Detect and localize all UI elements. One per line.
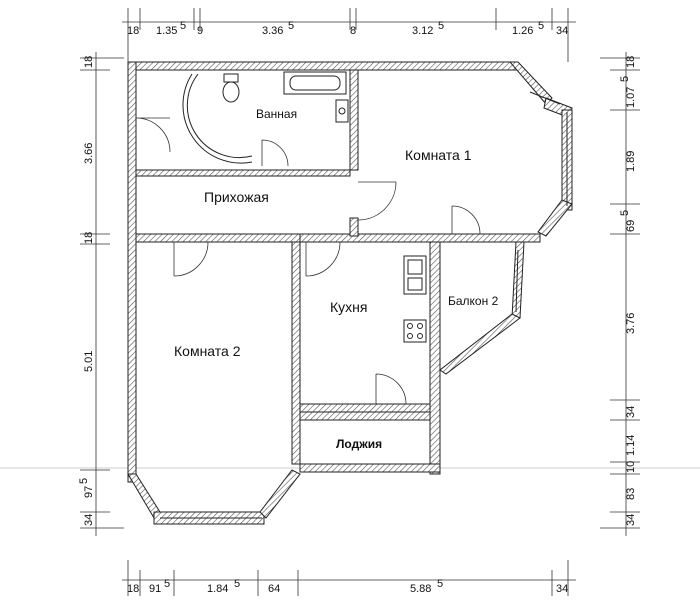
dim-right-2-sup: 5 <box>619 76 631 82</box>
dim-top-7-sup: 5 <box>538 20 544 32</box>
dim-top-2-sup: 5 <box>180 20 186 32</box>
dim-right-7: 1.14 <box>625 435 637 456</box>
room-label-room2: Комната 2 <box>174 343 241 359</box>
dim-right-2: 1.07 <box>625 87 637 108</box>
dimension-left: 18 3.66 18 5.01 97 5 34 <box>78 52 124 536</box>
fixtures <box>222 71 427 343</box>
windows <box>160 91 568 519</box>
dim-bottom-2: 91 <box>149 583 161 595</box>
dim-right-5: 3.76 <box>625 313 637 334</box>
dim-bottom-4: 64 <box>268 583 280 595</box>
dim-top-7: 1.26 <box>512 25 533 37</box>
dim-left-5-sup: 5 <box>78 478 90 484</box>
dim-left-3: 18 <box>83 232 95 244</box>
dim-right-8: 10 <box>625 461 637 473</box>
dim-bottom-3: 1.84 <box>207 583 228 595</box>
dim-top-5: 8 <box>350 25 356 37</box>
dim-bottom-1: 18 <box>127 583 139 595</box>
dimension-top: 18 1.35 5 9 3.36 5 8 3.12 5 1.26 5 34 <box>122 8 576 62</box>
stove-icon <box>403 319 427 343</box>
room-label-loggia: Лоджия <box>336 437 382 451</box>
dim-bottom-6: 34 <box>556 583 568 595</box>
dim-top-6-sup: 5 <box>438 20 444 32</box>
dim-top-8: 34 <box>556 25 568 37</box>
dim-bottom-5-sup: 5 <box>437 578 443 590</box>
dim-right-4-sup: 5 <box>619 210 631 216</box>
dim-bottom-5: 5.88 <box>410 583 431 595</box>
dim-left-4: 5.01 <box>83 351 95 372</box>
dim-left-5: 97 <box>83 486 95 498</box>
dim-top-3: 9 <box>197 25 203 37</box>
dim-top-4: 3.36 <box>262 25 283 37</box>
dimension-bottom: 18 91 5 1.84 5 64 5.88 5 34 <box>122 560 576 596</box>
toilet-icon <box>222 73 240 103</box>
dim-top-6: 3.12 <box>412 25 433 37</box>
dim-right-10: 34 <box>625 514 637 526</box>
dim-top-1: 18 <box>127 25 139 37</box>
kitchen-sink-icon <box>403 255 427 295</box>
dim-right-9: 83 <box>625 488 637 500</box>
walls <box>127 61 573 525</box>
dim-bottom-2-sup: 5 <box>164 578 170 590</box>
doors <box>135 73 481 405</box>
bathtub-icon <box>283 71 347 95</box>
dim-left-6: 34 <box>83 514 95 526</box>
room-label-room1: Комната 1 <box>405 147 472 163</box>
dim-right-1: 18 <box>625 56 637 68</box>
dim-right-4: 69 <box>625 220 637 232</box>
dim-left-1: 18 <box>83 56 95 68</box>
room-label-balcony2: Балкон 2 <box>448 294 499 308</box>
dim-top-4-sup: 5 <box>288 20 294 32</box>
dim-left-2: 3.66 <box>83 143 95 164</box>
washbasin-icon <box>335 99 349 123</box>
dim-top-2: 1.35 <box>156 25 177 37</box>
dimension-right: 18 1.07 5 1.89 69 5 3.76 34 1.14 10 83 3… <box>600 52 640 536</box>
room-label-bathroom: Ванная <box>256 107 297 121</box>
dim-right-3: 1.89 <box>625 151 637 172</box>
dim-right-6: 34 <box>625 406 637 418</box>
room-label-hallway: Прихожая <box>204 189 269 205</box>
room-label-kitchen: Кухня <box>330 299 367 315</box>
dim-bottom-3-sup: 5 <box>234 578 240 590</box>
